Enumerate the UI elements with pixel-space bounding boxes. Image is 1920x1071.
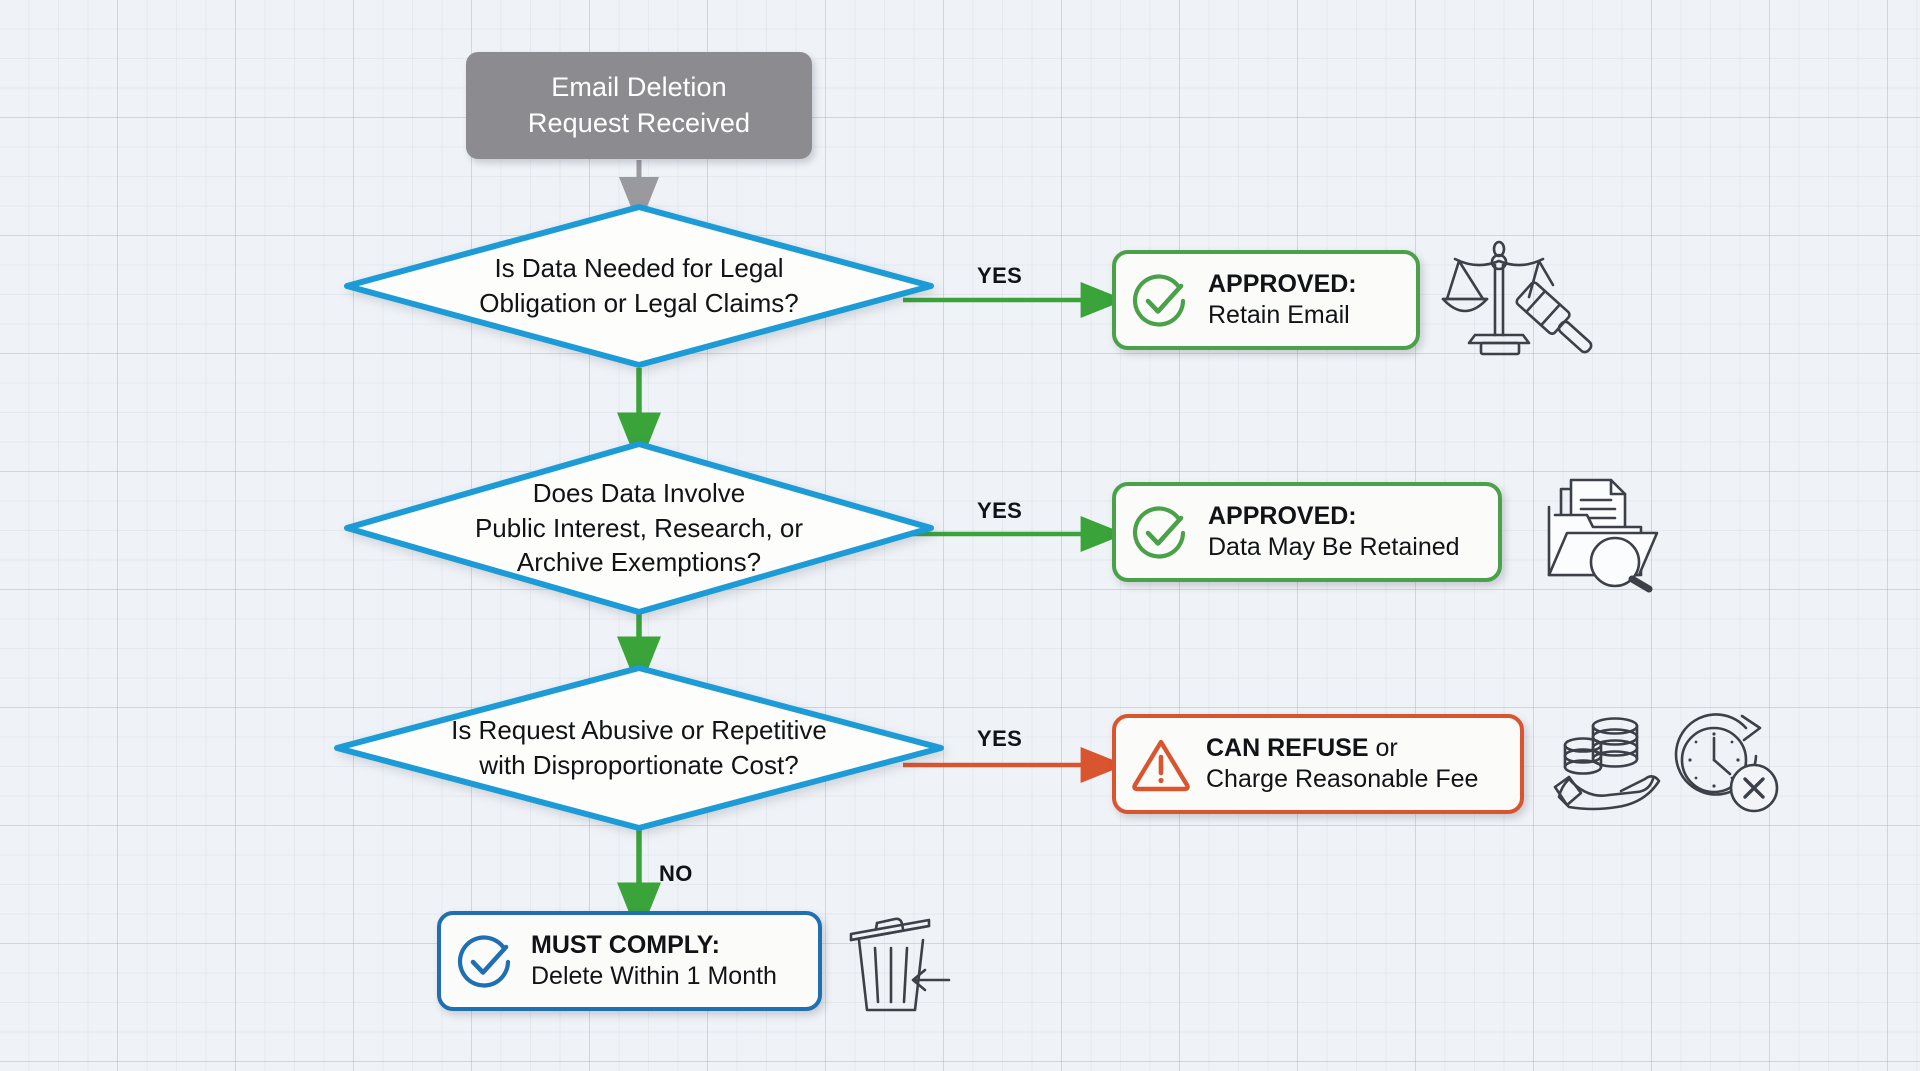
edge-label-yes-3: YES: [977, 726, 1023, 751]
decision-node-abusive-request[interactable]: Is Request Abusive or Repetitive with Di…: [333, 664, 945, 832]
circle-check-icon: [455, 930, 517, 992]
decision-diamond-shape: [334, 665, 944, 831]
outcome-must-comply[interactable]: MUST COMPLY: Delete Within 1 Month: [437, 911, 822, 1011]
outcome-can-refuse[interactable]: CAN REFUSE or Charge Reasonable Fee: [1112, 714, 1524, 814]
edge-label-yes-1: YES: [977, 263, 1023, 288]
decision-node-legal-obligation[interactable]: Is Data Needed for Legal Obligation or L…: [343, 203, 935, 369]
warning-triangle-icon: [1130, 733, 1192, 795]
circle-check-icon: [1130, 501, 1192, 563]
decision-diamond-shape: [344, 204, 934, 368]
start-node[interactable]: Email Deletion Request Received: [466, 52, 812, 159]
edge-label-no: NO: [659, 861, 693, 886]
start-node-line1: Email Deletion: [551, 72, 727, 103]
outcome-headline: MUST COMPLY:: [531, 930, 720, 959]
decision-node-public-interest[interactable]: Does Data Involve Public Interest, Resea…: [343, 440, 935, 616]
scales-of-justice-gavel-icon: [1437, 237, 1597, 359]
outcome-detail: Retain Email: [1208, 301, 1350, 329]
outcome-headline: APPROVED:: [1208, 269, 1357, 298]
decision-diamond-shape: [344, 441, 934, 615]
outcome-retain-email[interactable]: APPROVED: Retain Email: [1112, 250, 1420, 350]
start-node-line2: Request Received: [527, 107, 751, 138]
edge-label-yes-2: YES: [977, 498, 1023, 523]
outcome-data-may-be-retained[interactable]: APPROVED: Data May Be Retained: [1112, 482, 1502, 582]
circle-check-icon: [1130, 269, 1192, 331]
folder-documents-magnifier-icon: [1545, 463, 1695, 593]
outcome-headline: APPROVED:: [1208, 501, 1357, 530]
clock-with-x-icon: [1664, 706, 1784, 818]
outcome-detail: Data May Be Retained: [1208, 533, 1460, 561]
outcome-detail: Delete Within 1 Month: [531, 962, 777, 990]
outcome-headline-strong: CAN REFUSE: [1206, 733, 1369, 762]
hand-holding-coins-icon: [1553, 715, 1671, 815]
outcome-headline: CAN REFUSE or: [1206, 733, 1478, 765]
outcome-headline-suffix: or: [1368, 733, 1398, 762]
trash-can-arrow-icon: [845, 910, 955, 1020]
outcome-detail: Charge Reasonable Fee: [1206, 765, 1479, 793]
